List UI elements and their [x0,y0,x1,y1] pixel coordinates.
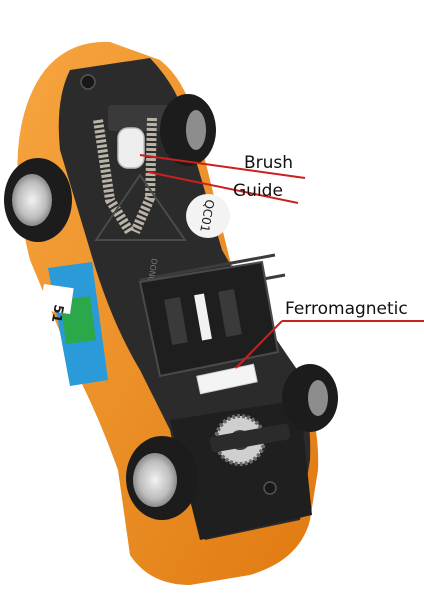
bracket-slot-3 [218,288,242,338]
model-sticker: QC01 [186,194,230,238]
rim [133,453,177,507]
rim [12,174,52,226]
axle-housing [209,423,291,453]
bracket-slot-1 [164,296,188,346]
ferromagnetic-label: Ferromagnetic [285,299,408,319]
brush-leader [139,154,306,179]
bracket-slot-2 [194,293,212,341]
wheel-front-left [4,158,72,242]
brushes [93,117,187,241]
motor-bracket [138,260,280,395]
brush-left [93,119,135,235]
guide-leader [147,171,299,204]
screw-hole [80,74,96,90]
leader-lines [139,154,424,369]
rim [186,110,206,150]
sticker-disc [186,194,230,238]
wheel-front-right [160,94,216,166]
number-plate [40,284,74,314]
ferromagnet [196,363,258,395]
guide-pin [117,127,145,169]
wheel-rear-right [282,364,338,432]
brush-triangle [94,173,187,241]
brush-right [130,117,157,235]
wheel-rear-left [126,436,198,520]
bracket-frame [138,260,280,378]
ferro-leader-diagonal [235,320,283,369]
brush-label: Brush [244,153,294,173]
screw-hole-rear [263,481,277,495]
car-number-text: 51 [48,303,66,323]
guide-label: Guide [233,181,283,201]
rim [308,380,328,416]
model-code-text: QC01 [197,198,217,233]
drive-gear [209,414,291,466]
